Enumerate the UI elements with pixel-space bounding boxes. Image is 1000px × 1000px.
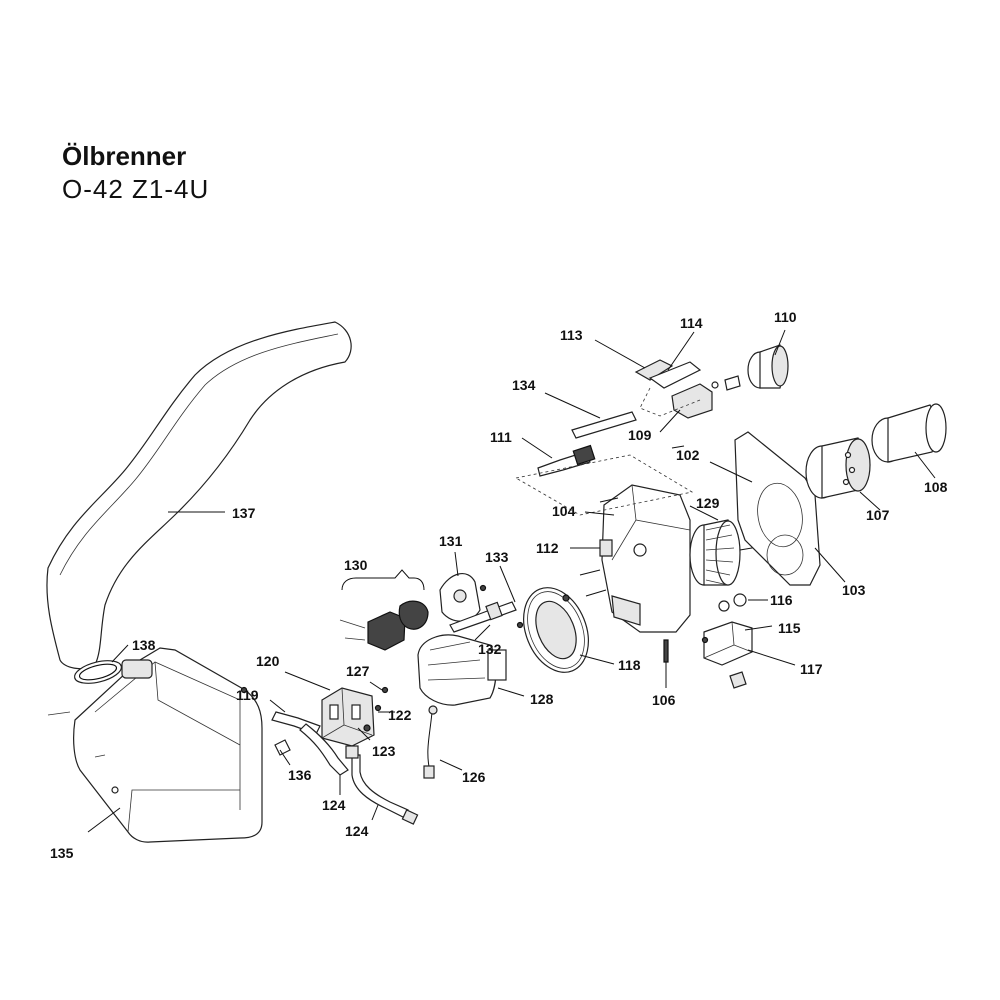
- bracket-130: [341, 569, 425, 591]
- part-rod-134: [571, 411, 637, 439]
- callout-109: 109: [628, 427, 652, 443]
- part-oil-pump: [321, 687, 375, 747]
- callout-127: 127: [346, 663, 370, 679]
- callout-135: 135: [50, 845, 74, 861]
- callout-108: 108: [924, 479, 948, 495]
- part-control-block: [703, 593, 753, 689]
- callout-130: 130: [344, 557, 368, 573]
- part-capacitor: [339, 600, 429, 651]
- part-ignition-cable: [423, 705, 438, 779]
- callout-106: 106: [652, 692, 676, 708]
- callout-122: 122: [388, 707, 412, 723]
- callout-107: 107: [866, 507, 890, 523]
- callout-123: 123: [372, 743, 396, 759]
- title-product-type: Ölbrenner: [62, 141, 187, 171]
- part-fan-plate: [523, 587, 589, 673]
- callout-114: 114: [680, 315, 703, 331]
- part-nozzle-assembly: [634, 359, 741, 419]
- part-coupling-plate: [439, 573, 481, 622]
- callout-120: 120: [256, 653, 280, 669]
- callout-118: 118: [618, 657, 641, 673]
- leader-lines: [87, 329, 936, 833]
- callout-104: 104: [552, 503, 576, 519]
- callout-103: 103: [842, 582, 866, 598]
- callout-128: 128: [530, 691, 554, 707]
- callout-115: 115: [778, 620, 801, 636]
- part-drive-shaft: [449, 601, 517, 633]
- callout-112: 112: [536, 540, 559, 556]
- part-screw-106: [663, 639, 669, 663]
- callout-129: 129: [696, 495, 720, 511]
- callout-132: 132: [478, 641, 502, 657]
- part-flame-tube-flange: [805, 437, 871, 499]
- part-motor: [417, 634, 507, 706]
- part-small-screws: [240, 445, 709, 732]
- callout-124-b: 124: [345, 823, 369, 839]
- callout-131: 131: [439, 533, 463, 549]
- callout-138: 138: [132, 637, 156, 653]
- part-oil-hoses: [299, 723, 419, 825]
- part-fan-wheel: [689, 519, 801, 586]
- diagram-title: Ölbrenner O-42 Z1-4U: [62, 140, 209, 206]
- callout-119: 119: [236, 687, 259, 703]
- callout-117: 117: [800, 661, 823, 677]
- callout-134: 134: [512, 377, 536, 393]
- part-burner-housing: [599, 484, 691, 633]
- callout-110: 110: [774, 309, 797, 325]
- part-mounting-plate: [734, 431, 821, 586]
- callout-labels: 137 138 135 120 119 136 124 124 123 122 …: [50, 309, 948, 861]
- callout-113: 113: [560, 327, 583, 343]
- callout-102: 102: [676, 447, 700, 463]
- callout-126: 126: [462, 769, 486, 785]
- callout-133: 133: [485, 549, 509, 565]
- callout-137: 137: [232, 505, 256, 521]
- part-ring-110: [747, 344, 789, 389]
- callout-116: 116: [770, 592, 793, 608]
- callout-124-a: 124: [322, 797, 346, 813]
- part-o-ring: [73, 660, 123, 684]
- part-air-hose: [46, 321, 352, 670]
- part-burner-hood: [47, 647, 263, 843]
- title-model-number: O-42 Z1-4U: [62, 174, 210, 204]
- part-electrode: [514, 444, 694, 516]
- part-flame-tube: [871, 403, 947, 463]
- callout-136: 136: [288, 767, 312, 783]
- callout-111: 111: [490, 429, 512, 445]
